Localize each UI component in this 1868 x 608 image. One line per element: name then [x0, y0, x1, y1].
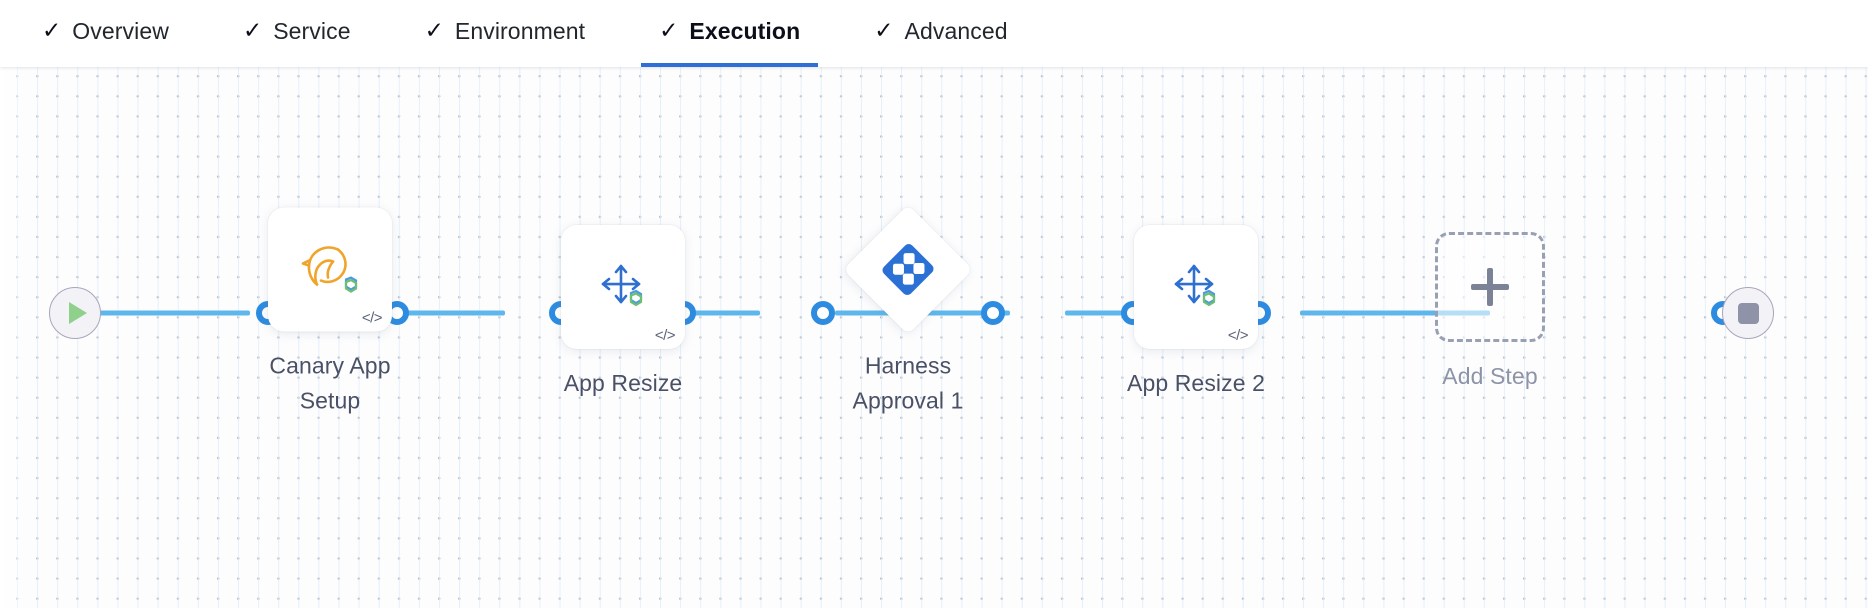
tab-execution[interactable]: ✓ Execution	[641, 0, 819, 67]
step-node-app-resize[interactable]: </> App Resize	[543, 225, 703, 401]
harness-logo-icon	[882, 244, 934, 295]
connector-dot[interactable]	[811, 301, 835, 325]
step-label: Canary App Setup	[269, 352, 391, 414]
plus-icon	[1471, 268, 1509, 307]
tab-environment[interactable]: ✓ Environment	[407, 0, 604, 67]
step-card[interactable]: </>	[268, 207, 392, 332]
step-card[interactable]: </>	[1134, 225, 1258, 350]
pipeline-stage-tabs: ✓ Overview ✓ Service ✓ Environment ✓ Exe…	[0, 0, 1868, 67]
tab-service[interactable]: ✓ Service	[225, 0, 369, 67]
tab-advanced[interactable]: ✓ Advanced	[856, 0, 1025, 67]
tab-label: Environment	[454, 18, 586, 44]
end-node[interactable]	[1722, 287, 1774, 339]
add-step-label: Add Step	[1442, 363, 1538, 390]
check-icon: ✓	[242, 17, 263, 43]
play-icon	[68, 302, 87, 324]
code-icon[interactable]: </>	[654, 327, 676, 345]
check-icon: ✓	[424, 17, 444, 43]
step-label: App Resize	[563, 370, 683, 397]
check-icon: ✓	[42, 17, 62, 43]
stop-icon	[1737, 302, 1759, 324]
connector-addstep-to-end	[1300, 310, 1490, 316]
tab-label: Execution	[689, 18, 801, 44]
step-label: App Resize 2	[1127, 370, 1265, 397]
resize-arrows-icon	[1174, 264, 1216, 307]
step-label: Harness Approval 1	[852, 352, 964, 414]
tab-label: Advanced	[904, 18, 1008, 44]
approval-diamond[interactable]	[842, 204, 974, 335]
tab-label: Service	[273, 18, 351, 44]
tab-label: Overview	[72, 18, 169, 44]
resize-arrows-icon	[601, 264, 643, 307]
connector-canary-to-resize	[330, 310, 505, 316]
code-icon[interactable]: </>	[1227, 327, 1249, 345]
step-node-harness-approval-1[interactable]: Harness Approval 1	[828, 204, 988, 419]
step-node-app-resize-2[interactable]: </> App Resize 2	[1116, 225, 1276, 401]
start-node[interactable]	[49, 287, 101, 339]
step-node-canary-app-setup[interactable]: </> Canary App Setup	[250, 207, 410, 419]
tab-overview[interactable]: ✓ Overview	[24, 0, 187, 67]
add-step-card[interactable]	[1435, 232, 1545, 343]
canary-bird-icon	[301, 246, 358, 293]
pipeline-canvas[interactable]: </> Canary App Setup	[0, 67, 1868, 608]
step-card[interactable]: </>	[561, 225, 685, 350]
start-node-circle[interactable]	[49, 287, 101, 339]
end-node-circle[interactable]	[1722, 287, 1774, 339]
code-icon[interactable]: </>	[361, 309, 383, 327]
check-icon: ✓	[874, 17, 894, 43]
add-step-node[interactable]: Add Step	[1410, 232, 1570, 394]
connector-dot[interactable]	[981, 301, 1005, 325]
check-icon: ✓	[659, 17, 679, 43]
connector-start-to-canary	[75, 310, 250, 316]
